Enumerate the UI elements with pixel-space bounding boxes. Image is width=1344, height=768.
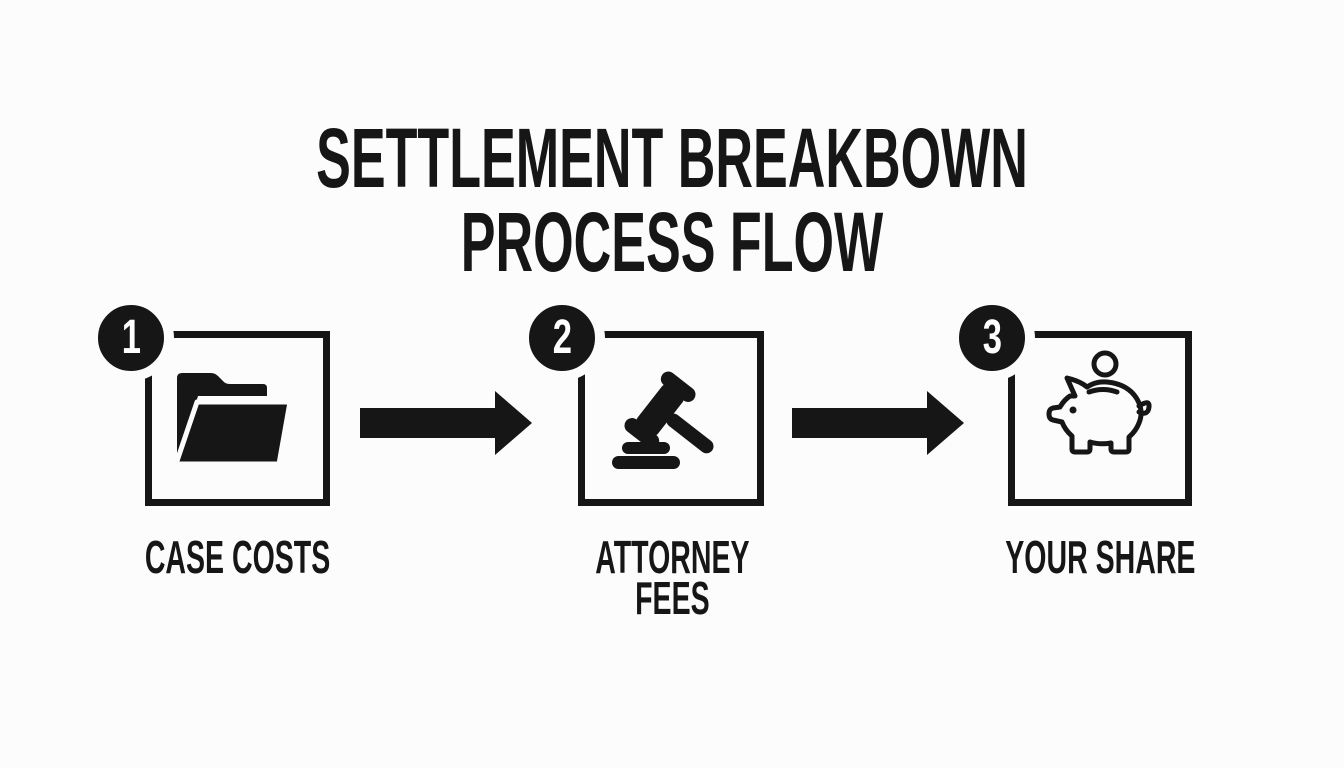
step-2-number-badge: 2: [519, 295, 605, 381]
step-3-box: [1008, 331, 1192, 506]
step-1-number: 1: [121, 311, 141, 364]
step-1-number-badge: 1: [88, 295, 174, 381]
gavel-icon: [612, 371, 714, 469]
open-folder-icon: [175, 373, 293, 466]
step-1-label: CASE COSTS: [0, 531, 488, 583]
page-title: SETTLEMENT BREAKBOWN PROCESS FLOW: [0, 116, 1344, 284]
step-2-number: 2: [552, 311, 572, 364]
arrow-right-icon: [792, 391, 964, 455]
step-2-box: [578, 331, 764, 506]
page-title-text: SETTLEMENT BREAKBOWN PROCESS FLOW: [316, 111, 1028, 289]
step-3-number-badge: 3: [949, 295, 1035, 381]
step-3-label: YOUR SHARE: [850, 531, 1344, 583]
step-2-label: ATTORNEY FEES: [422, 531, 922, 625]
step-1-box: [145, 331, 330, 506]
step-2-label-text: ATTORNEY FEES: [594, 531, 750, 625]
arrow-right-icon: [360, 391, 532, 455]
step-3-number: 3: [982, 311, 1002, 364]
step-1-label-text: CASE COSTS: [145, 531, 331, 583]
step-3-label-text: YOUR SHARE: [1004, 531, 1196, 583]
piggy-bank-icon: [1046, 350, 1152, 455]
